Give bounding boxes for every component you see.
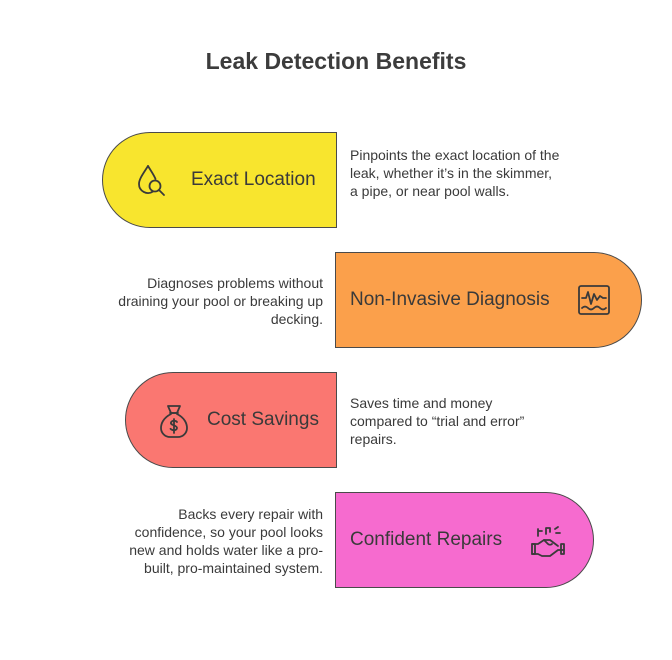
water-drop-magnifier-icon xyxy=(131,160,171,200)
benefit-description: Backs every repair with confidence, so y… xyxy=(129,506,323,576)
page-title: Leak Detection Benefits xyxy=(205,48,467,74)
benefit-label: Cost Savings xyxy=(207,409,319,430)
monitor-waveform-icon xyxy=(574,280,614,320)
benefit-label: Exact Location xyxy=(191,169,316,190)
benefit-pill-confident-repairs: Confident Repairs xyxy=(335,492,594,588)
benefit-description: Pinpoints the exact location of the leak… xyxy=(350,147,560,199)
money-bag-icon xyxy=(154,401,194,441)
benefit-label: Confident Repairs xyxy=(350,529,503,550)
benefit-label: Non-Invasive Diagnosis xyxy=(350,289,550,310)
benefit-pill-cost-savings: Cost Savings xyxy=(125,372,337,468)
benefit-pill-exact-location: Exact Location xyxy=(102,132,337,228)
benefit-description: Saves time and money compared to “trial … xyxy=(350,395,525,447)
benefit-description: Diagnoses problems without draining your… xyxy=(118,275,323,327)
handshake-icon xyxy=(528,520,568,560)
benefit-pill-non-invasive-diagnosis: Non-Invasive Diagnosis xyxy=(335,252,642,348)
